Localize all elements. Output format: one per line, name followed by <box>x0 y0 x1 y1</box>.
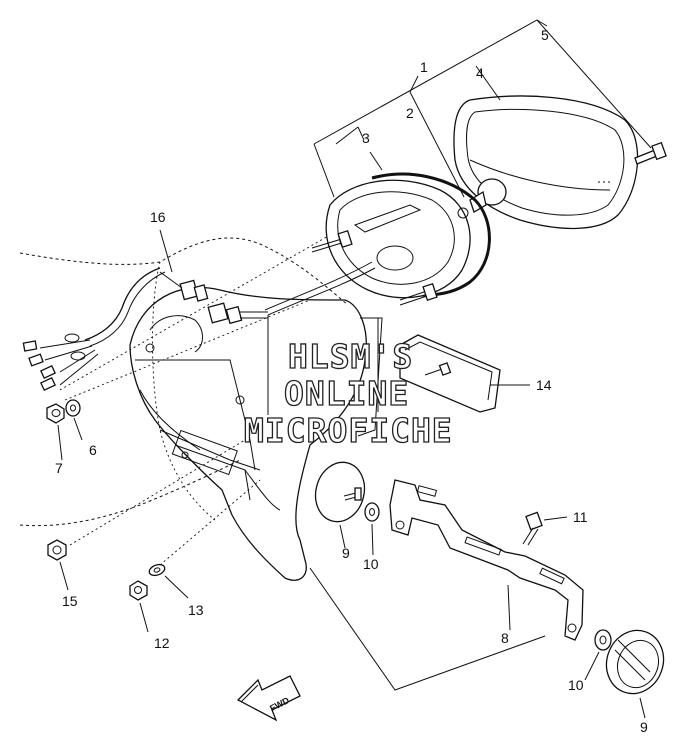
nut-15 <box>47 539 67 561</box>
callout-3: 3 <box>362 130 370 146</box>
watermark-line3: MICROFICHE <box>244 411 453 450</box>
callout-11: 11 <box>573 509 588 525</box>
bolt-11 <box>522 511 543 546</box>
callout-15: 15 <box>62 593 78 609</box>
callout-5: 5 <box>541 27 549 43</box>
callout-2: 2 <box>406 105 414 121</box>
callout-7: 7 <box>55 460 63 476</box>
nut-7 <box>46 403 65 424</box>
callout-1: 1 <box>420 59 428 75</box>
callout-13: 13 <box>188 602 204 618</box>
washer-10b <box>594 629 612 651</box>
callout-9-right: 9 <box>640 719 648 735</box>
callout-labels: 1 2 3 4 5 6 7 8 9 9 10 10 11 12 13 14 15… <box>55 27 648 735</box>
washer-13 <box>148 563 166 577</box>
callout-16: 16 <box>150 209 166 225</box>
leader-lines <box>57 19 652 719</box>
watermark: HLSM'S ONLINE MICROFICHE <box>243 336 453 450</box>
callout-14: 14 <box>536 377 552 393</box>
reflector-right <box>605 629 665 695</box>
callout-6: 6 <box>89 442 97 458</box>
washer-10a <box>364 502 380 522</box>
callout-12: 12 <box>154 635 170 651</box>
callout-9-left: 9 <box>342 545 350 561</box>
callout-8: 8 <box>501 630 509 646</box>
watermark-line2: ONLINE <box>284 374 409 413</box>
nut-12 <box>129 580 148 601</box>
washer-6 <box>65 399 81 417</box>
tail-lamp-screw <box>634 141 667 165</box>
callout-4: 4 <box>476 65 484 81</box>
wire-harness <box>22 267 268 392</box>
callout-10-right: 10 <box>568 677 584 693</box>
rear-fender-outline <box>19 159 641 566</box>
callout-10-left: 10 <box>363 556 379 572</box>
license-lamp <box>399 334 501 413</box>
watermark-line1: HLSM'S <box>288 337 413 376</box>
reflector-left <box>314 461 366 523</box>
forward-direction-arrow: FWD <box>236 675 301 722</box>
reflector-bracket <box>389 479 584 641</box>
tail-lamp-base <box>264 179 471 316</box>
